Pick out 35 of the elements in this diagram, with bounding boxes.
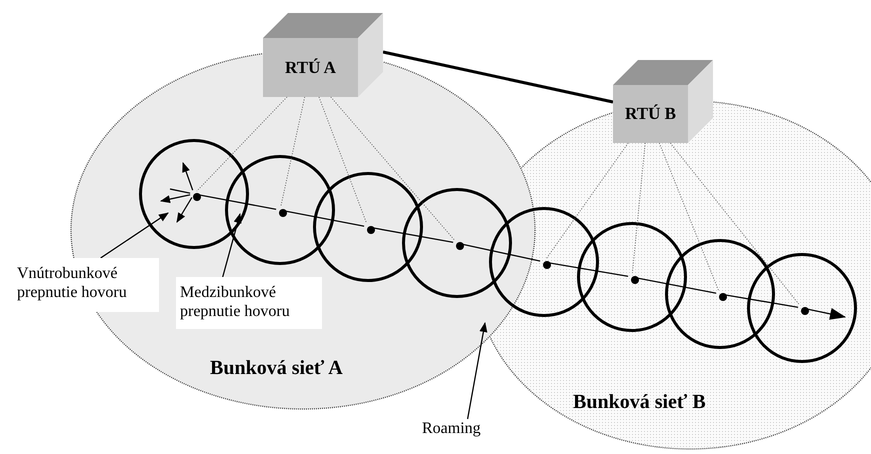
- server-label: RTÚ B: [624, 103, 677, 125]
- connector-line: [330, 96, 455, 240]
- trajectory-line: [170, 188, 190, 194]
- leader-line: [222, 213, 242, 278]
- leader-line: [467, 322, 488, 420]
- trajectory-line: [724, 294, 798, 308]
- area-label: Bunková sieť B: [573, 390, 706, 414]
- arrow: [176, 197, 192, 223]
- trajectory-line: [548, 262, 628, 277]
- trajectory-line: [460, 243, 540, 262]
- trajectory-line: [372, 227, 454, 243]
- connector-line: [318, 96, 367, 224]
- connector-line: [196, 96, 288, 192]
- connector-line: [658, 142, 719, 291]
- callout-text: Roaming: [420, 419, 502, 441]
- cell-circle: [139, 139, 249, 249]
- area-label: Bunková sieť A: [210, 356, 343, 380]
- connector-line: [670, 142, 800, 306]
- cell-circle: [747, 253, 857, 363]
- trajectory-line: [284, 210, 364, 227]
- server-label: RTÚ A: [284, 56, 337, 78]
- callout-text: Medzibunkové prepnutie hovoru: [176, 277, 322, 329]
- cell-circle: [225, 155, 335, 265]
- arrow: [806, 308, 846, 320]
- cell-circle: [313, 172, 423, 282]
- leader-line: [100, 212, 169, 258]
- trajectory-line: [198, 194, 276, 210]
- connector-line: [280, 96, 306, 206]
- arrow: [160, 194, 190, 204]
- cell-circle: [665, 239, 775, 349]
- cell-circle: [577, 222, 687, 332]
- connector-line: [632, 142, 646, 274]
- connector-line: [546, 142, 629, 260]
- arrow: [182, 162, 194, 190]
- trajectory-line: [636, 277, 716, 294]
